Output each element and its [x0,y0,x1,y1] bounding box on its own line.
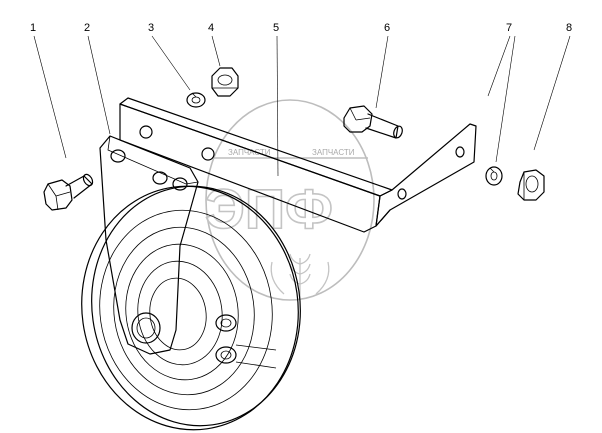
plate-hole-2 [152,171,168,185]
plate-hole-3 [172,177,188,191]
bracket-hole-3 [455,146,465,158]
callout-6: 6 [384,22,390,34]
mounting-plate [99,135,199,355]
bolt-left [43,173,94,211]
callout-labels: 1 2 3 4 5 6 7 8 [30,22,572,34]
watermark-left-text: ЗАПЧАСТИ [228,148,271,157]
callout-4: 4 [208,22,214,34]
spring-washer-left [186,92,206,108]
watermark-logo-text: ЭПФ [205,177,333,240]
nut-left [211,67,239,97]
bracket-hole-4 [397,188,407,200]
callout-2: 2 [84,22,90,34]
spring-washer-right [485,166,503,186]
bolt-right [343,105,403,139]
angle-bracket [119,97,477,233]
callout-3: 3 [148,22,154,34]
plate-hole-1 [110,149,126,163]
terminal-lower [215,346,237,364]
callout-7: 7 [506,22,512,34]
terminal-upper [215,314,237,332]
horn-disc [81,185,301,431]
bracket-hole-1 [139,125,153,139]
callout-1: 1 [30,22,36,34]
leader-lines [33,35,571,177]
nut-right [517,169,545,201]
wheat-ear-icon [270,253,330,300]
watermark: ЗАПЧАСТИ ЗАПЧАСТИ ЭПФ [204,99,375,301]
plate-center-hole [131,312,161,344]
callout-5: 5 [273,22,279,34]
bracket-hole-2 [201,147,215,161]
watermark-right-text: ЗАПЧАСТИ [312,148,355,157]
callout-8: 8 [566,22,572,34]
